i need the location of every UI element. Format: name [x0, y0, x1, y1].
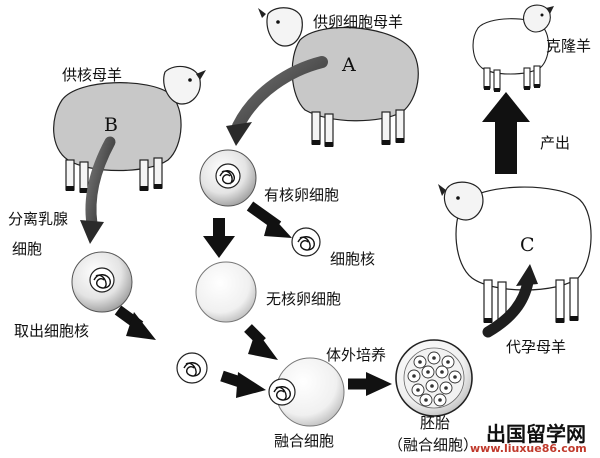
enucleated-egg-cell [195, 261, 257, 323]
arrow-birth [482, 92, 530, 174]
letter-c: C [520, 234, 535, 256]
in-vitro-culture-label: 体外培养 [326, 346, 387, 364]
arrow-nucleus-to-fusion [220, 370, 266, 398]
birth-label: 产出 [540, 134, 571, 152]
arrow-culture [348, 372, 392, 396]
extracted-nucleus [176, 352, 208, 384]
fused-cell-label: 融合细胞 [274, 432, 335, 450]
arrow-to-nucleus [246, 201, 292, 238]
fused-cell [268, 357, 345, 427]
watermark-site-name: 出国留学网 [486, 422, 586, 446]
arrow-mammary-cells [80, 136, 116, 244]
nucleated-egg-label: 有核卵细胞 [264, 186, 340, 204]
embryo-label: 胚胎 [420, 414, 451, 432]
cell-nucleus-label: 细胞核 [330, 250, 376, 268]
letter-b: B [104, 114, 118, 136]
clone-sheep [472, 4, 554, 92]
watermark-url: www.liuxue86.com [470, 442, 587, 455]
arrow-enucleate [203, 218, 235, 258]
surrogate-label: 代孕母羊 [506, 338, 567, 356]
arrow-egg-from-ewe [226, 56, 328, 146]
embryo-fused-label: （融合细胞） [388, 436, 479, 454]
embryo [395, 339, 473, 417]
egg-donor-label: 供卵细胞母羊 [313, 13, 404, 31]
nucleus-donor-sheep [53, 65, 206, 193]
removed-nucleus [291, 227, 321, 257]
letter-a: A [342, 54, 356, 76]
take-nucleus-label: 取出细胞核 [14, 322, 90, 340]
nucleus-donor-label: 供核母羊 [62, 66, 123, 84]
separate-mammary-label-line2: 细胞 [12, 240, 43, 258]
surrogate-sheep [438, 181, 592, 325]
separate-mammary-label-line1: 分离乳腺 [8, 210, 69, 228]
arrow-implant-surrogate [482, 264, 538, 338]
enucleated-egg-label: 无核卵细胞 [266, 290, 342, 308]
arrow-enucleated-to-fusion [244, 324, 278, 360]
clone-sheep-label: 克隆羊 [546, 37, 592, 55]
egg-donor-sheep [258, 7, 419, 147]
nucleated-egg-cell [199, 149, 257, 207]
mammary-cell [71, 251, 133, 313]
arrow-extract-nucleus [114, 305, 156, 340]
